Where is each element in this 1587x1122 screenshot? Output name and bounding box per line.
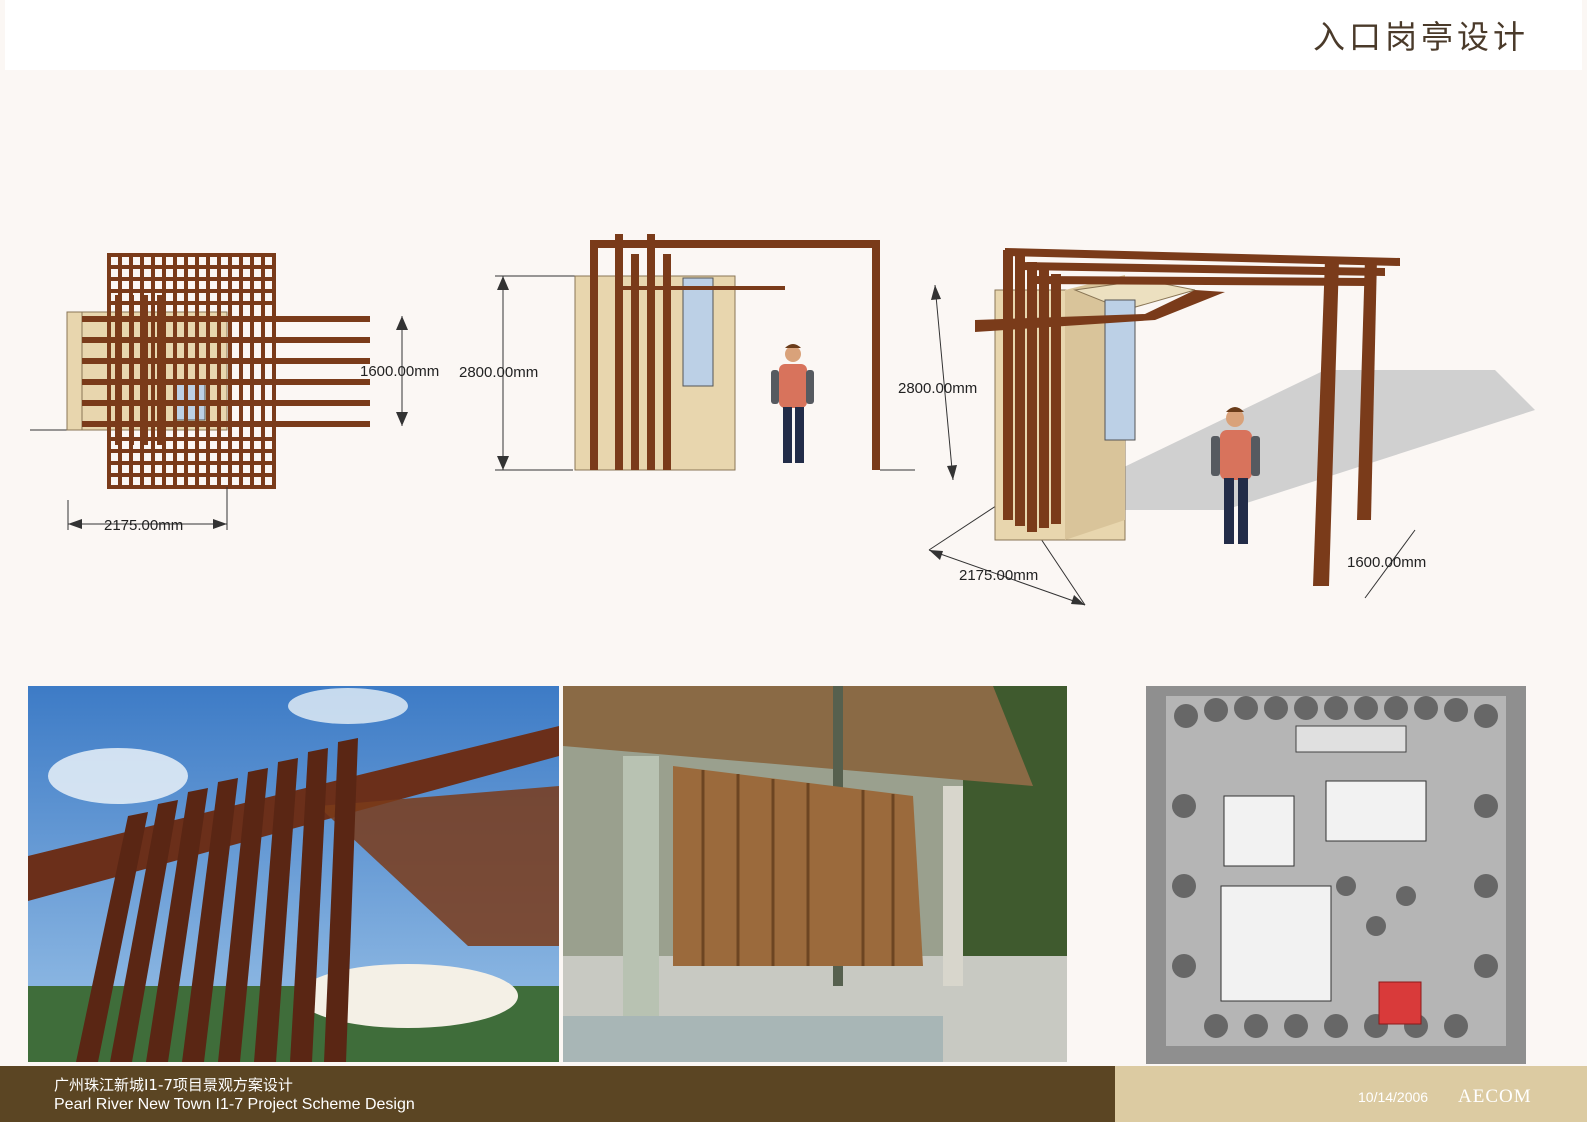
elevation-view-drawing: 2800.00mm (459, 234, 915, 471)
page-title: 入口岗亭设计 (1312, 18, 1529, 56)
human-figure-icon-perspective (1211, 407, 1260, 544)
plan-width-dim: 2175.00mm (104, 517, 183, 534)
footer-brand-panel (1115, 1066, 1587, 1122)
footer-project-title-cn: 广州珠江新城I1-7项目景观方案设计 (54, 1076, 293, 1094)
plan-view-drawing: 1600.00mm 2175.00mm (30, 253, 439, 534)
perspective-view-drawing: 2800.00mm 2175.00mm 1600.00mm (898, 248, 1535, 606)
perspective-depth-dim: 1600.00mm (1347, 554, 1426, 571)
gatehouse-location-marker (1378, 981, 1422, 1025)
reference-photo-pavilion (563, 686, 1067, 1062)
site-plan-map (1146, 686, 1526, 1064)
plan-depth-dim: 1600.00mm (360, 363, 439, 380)
human-figure-icon (771, 344, 814, 463)
footer-project-title-en: Pearl River New Town I1-7 Project Scheme… (54, 1096, 415, 1113)
perspective-height-dim: 2800.00mm (898, 380, 977, 397)
header-band (5, 0, 1582, 70)
footer-date: 10/14/2006 (1358, 1089, 1429, 1105)
reference-photo-pergola (28, 686, 559, 1062)
footer-brand-logo: AECOM (1458, 1086, 1532, 1107)
elevation-height-dim: 2800.00mm (459, 364, 538, 381)
perspective-width-dim: 2175.00mm (959, 567, 1038, 584)
footer-bar (0, 1066, 1115, 1122)
